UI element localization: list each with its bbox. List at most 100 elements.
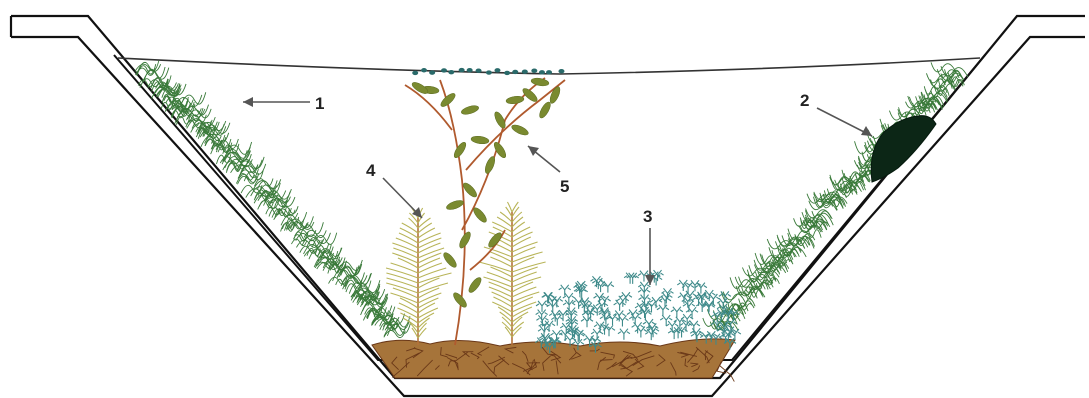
bush-sprig	[684, 291, 696, 302]
arrow-1-head	[243, 97, 253, 107]
plant-frond	[418, 283, 448, 293]
plant-frond	[493, 297, 512, 307]
plant-frond	[418, 273, 451, 283]
bush-sprig	[627, 309, 639, 320]
bush-sprig	[643, 319, 655, 330]
surface-bud	[459, 68, 465, 72]
surface-bud	[441, 68, 447, 72]
plant-frond	[396, 238, 418, 248]
plant-frond	[418, 263, 442, 273]
leafy-leaf	[483, 155, 496, 174]
callout-label-3: 3	[643, 207, 652, 226]
moss-strand	[808, 229, 821, 237]
bush-sprig	[536, 315, 548, 326]
plant-frond	[512, 267, 538, 277]
bush-sprig	[559, 285, 571, 296]
plant-frond	[479, 262, 512, 272]
bush-sprig	[594, 293, 606, 304]
surface-bud	[429, 70, 435, 74]
tall-leafy-plant	[405, 68, 565, 345]
leafy-leaf	[471, 206, 488, 224]
surface-bud	[486, 70, 492, 74]
surface-bud	[421, 68, 427, 72]
surface-bud	[531, 69, 537, 73]
callout-label-2: 2	[800, 91, 809, 110]
leafy-leaf	[452, 141, 468, 160]
moss-strand	[300, 222, 324, 236]
plant-frond	[512, 212, 522, 222]
plant-frond	[418, 258, 440, 268]
bush-sprig	[677, 280, 689, 291]
plant-frond	[386, 278, 418, 288]
submerged-moss-right-bank	[703, 62, 968, 330]
plant-frond	[512, 227, 530, 237]
bush-sprig	[617, 296, 629, 307]
bush-sprig	[671, 307, 683, 318]
bush-sprig	[657, 305, 669, 316]
leafy-leaf	[445, 199, 464, 212]
plant-frond	[512, 287, 536, 297]
plant-frond	[418, 253, 441, 263]
surface-bud	[522, 69, 528, 73]
plant-frond	[418, 303, 435, 313]
plant-frond	[512, 202, 518, 212]
callout-label-5: 5	[560, 177, 569, 196]
surface-bud	[494, 68, 500, 72]
leafy-leaf	[510, 123, 529, 137]
plant-frond	[512, 327, 521, 337]
plant-frond	[490, 252, 512, 262]
surface-bud	[412, 71, 418, 75]
plant-frond	[502, 317, 512, 327]
bush-sprig	[629, 314, 641, 325]
surface-bud	[504, 71, 510, 75]
moss-strand	[180, 92, 206, 107]
surface-bud	[558, 69, 564, 73]
plant-frond	[409, 218, 418, 228]
leafy-leaf	[531, 77, 550, 87]
plant-frond	[393, 248, 418, 258]
surface-bud	[512, 70, 518, 74]
surface-bud	[539, 70, 545, 74]
plant-frond	[418, 233, 441, 243]
callout-label-1: 1	[315, 94, 324, 113]
leafy-leaf	[460, 104, 479, 116]
plant-frond	[418, 243, 440, 253]
plant-frond	[400, 228, 418, 238]
leafy-leaf	[442, 251, 459, 269]
basin-bottom-inner	[114, 55, 985, 360]
plant-frond	[512, 217, 523, 227]
bush-sprig	[635, 326, 647, 337]
bush-sprig	[581, 316, 593, 327]
bush-sprig	[538, 326, 550, 337]
leafy-leaf	[548, 85, 562, 104]
leafy-leaf	[471, 135, 490, 144]
plant-frond	[512, 297, 533, 307]
surface-bud	[448, 70, 454, 74]
plant-frond	[487, 272, 512, 282]
plant-frond	[512, 272, 537, 282]
plant-frond	[386, 268, 418, 278]
leafy-leaf	[467, 276, 484, 295]
plant-frond	[391, 263, 418, 273]
plant-frond	[418, 223, 432, 233]
surface-bud	[467, 68, 473, 72]
bush-sprig	[618, 329, 630, 340]
bush-sprig	[686, 307, 698, 318]
callout-label-4: 4	[366, 161, 376, 180]
plant-frond	[418, 268, 446, 278]
bush-sprig	[614, 300, 626, 311]
plant-frond	[399, 303, 418, 313]
plant-frond	[386, 273, 418, 283]
yellow-feathery-plant-right	[479, 202, 546, 345]
plant-frond	[392, 243, 418, 253]
plant-frond	[512, 252, 543, 262]
plant-frond	[399, 233, 418, 243]
plant-frond	[489, 282, 512, 292]
bush-sprig	[616, 315, 628, 326]
leafy-leaf	[537, 100, 552, 119]
surface-bud	[476, 69, 482, 73]
plant-frond	[418, 328, 426, 338]
leafy-leaf	[506, 95, 525, 105]
plant-frond	[418, 313, 434, 323]
